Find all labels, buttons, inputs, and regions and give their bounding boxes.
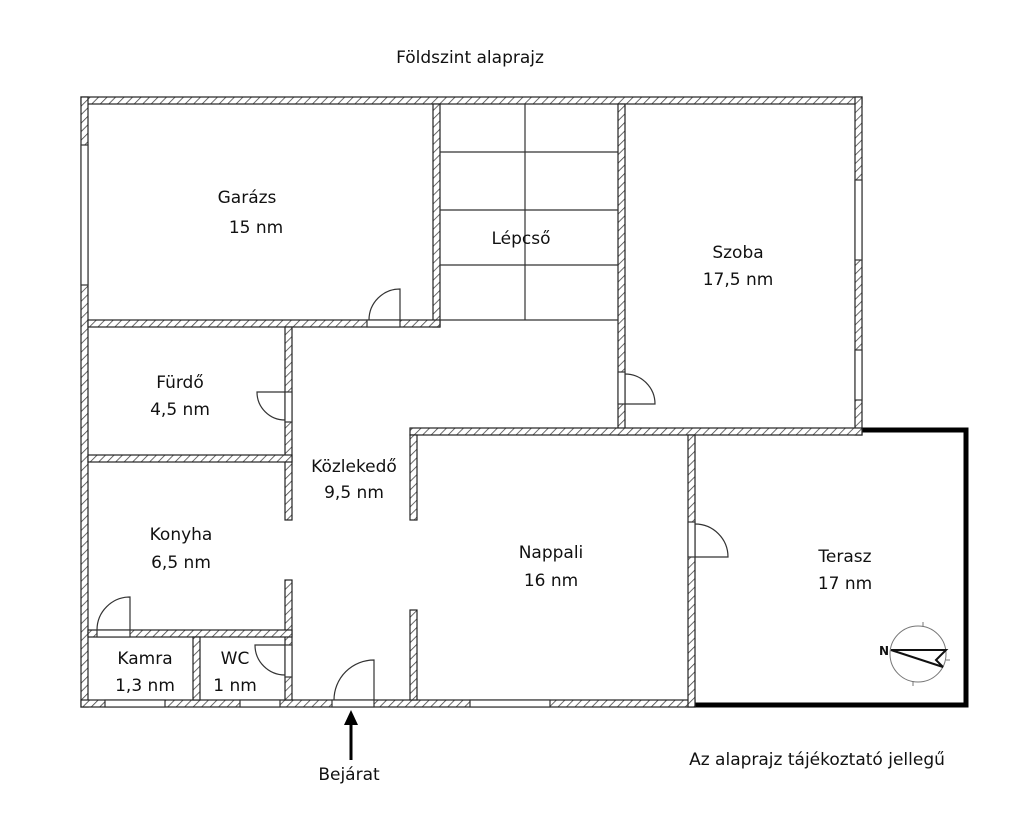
- room-konyha-area: 6,5 nm: [151, 553, 211, 573]
- plan-title: Földszint alaprajz: [396, 48, 544, 68]
- room-garazs-name: Garázs: [218, 188, 277, 208]
- room-nappali-name: Nappali: [519, 543, 584, 563]
- room-wc-area: 1 nm: [213, 676, 257, 696]
- entrance-label: Bejárat: [318, 765, 380, 785]
- entrance-arrow-icon: [344, 710, 358, 760]
- room-wc-name: WC: [221, 649, 250, 669]
- room-lepcso-name: Lépcső: [491, 229, 550, 249]
- room-furdo-name: Fürdő: [156, 373, 204, 393]
- room-kamra-area: 1,3 nm: [115, 676, 175, 696]
- room-terasz-name: Terasz: [817, 547, 871, 567]
- room-konyha-name: Konyha: [150, 525, 213, 545]
- compass-icon: N: [879, 622, 950, 686]
- room-garazs-area: 15 nm: [229, 218, 283, 238]
- room-szoba-name: Szoba: [712, 243, 763, 263]
- room-szoba-area: 17,5 nm: [703, 270, 774, 290]
- room-terasz-area: 17 nm: [818, 574, 872, 594]
- room-kozlekedo-name: Közlekedő: [311, 457, 397, 477]
- walls: [80, 96, 863, 708]
- staircase: [440, 104, 618, 321]
- room-kamra-name: Kamra: [117, 649, 172, 669]
- windows: [80, 144, 863, 708]
- room-kozlekedo-area: 9,5 nm: [324, 483, 384, 503]
- terrace-border: [692, 427, 969, 708]
- doors: [96, 288, 729, 708]
- room-furdo-area: 4,5 nm: [150, 400, 210, 420]
- disclaimer-text: Az alaprajz tájékoztató jellegű: [689, 750, 945, 770]
- room-nappali-area: 16 nm: [524, 571, 578, 591]
- compass-north-label: N: [879, 644, 889, 658]
